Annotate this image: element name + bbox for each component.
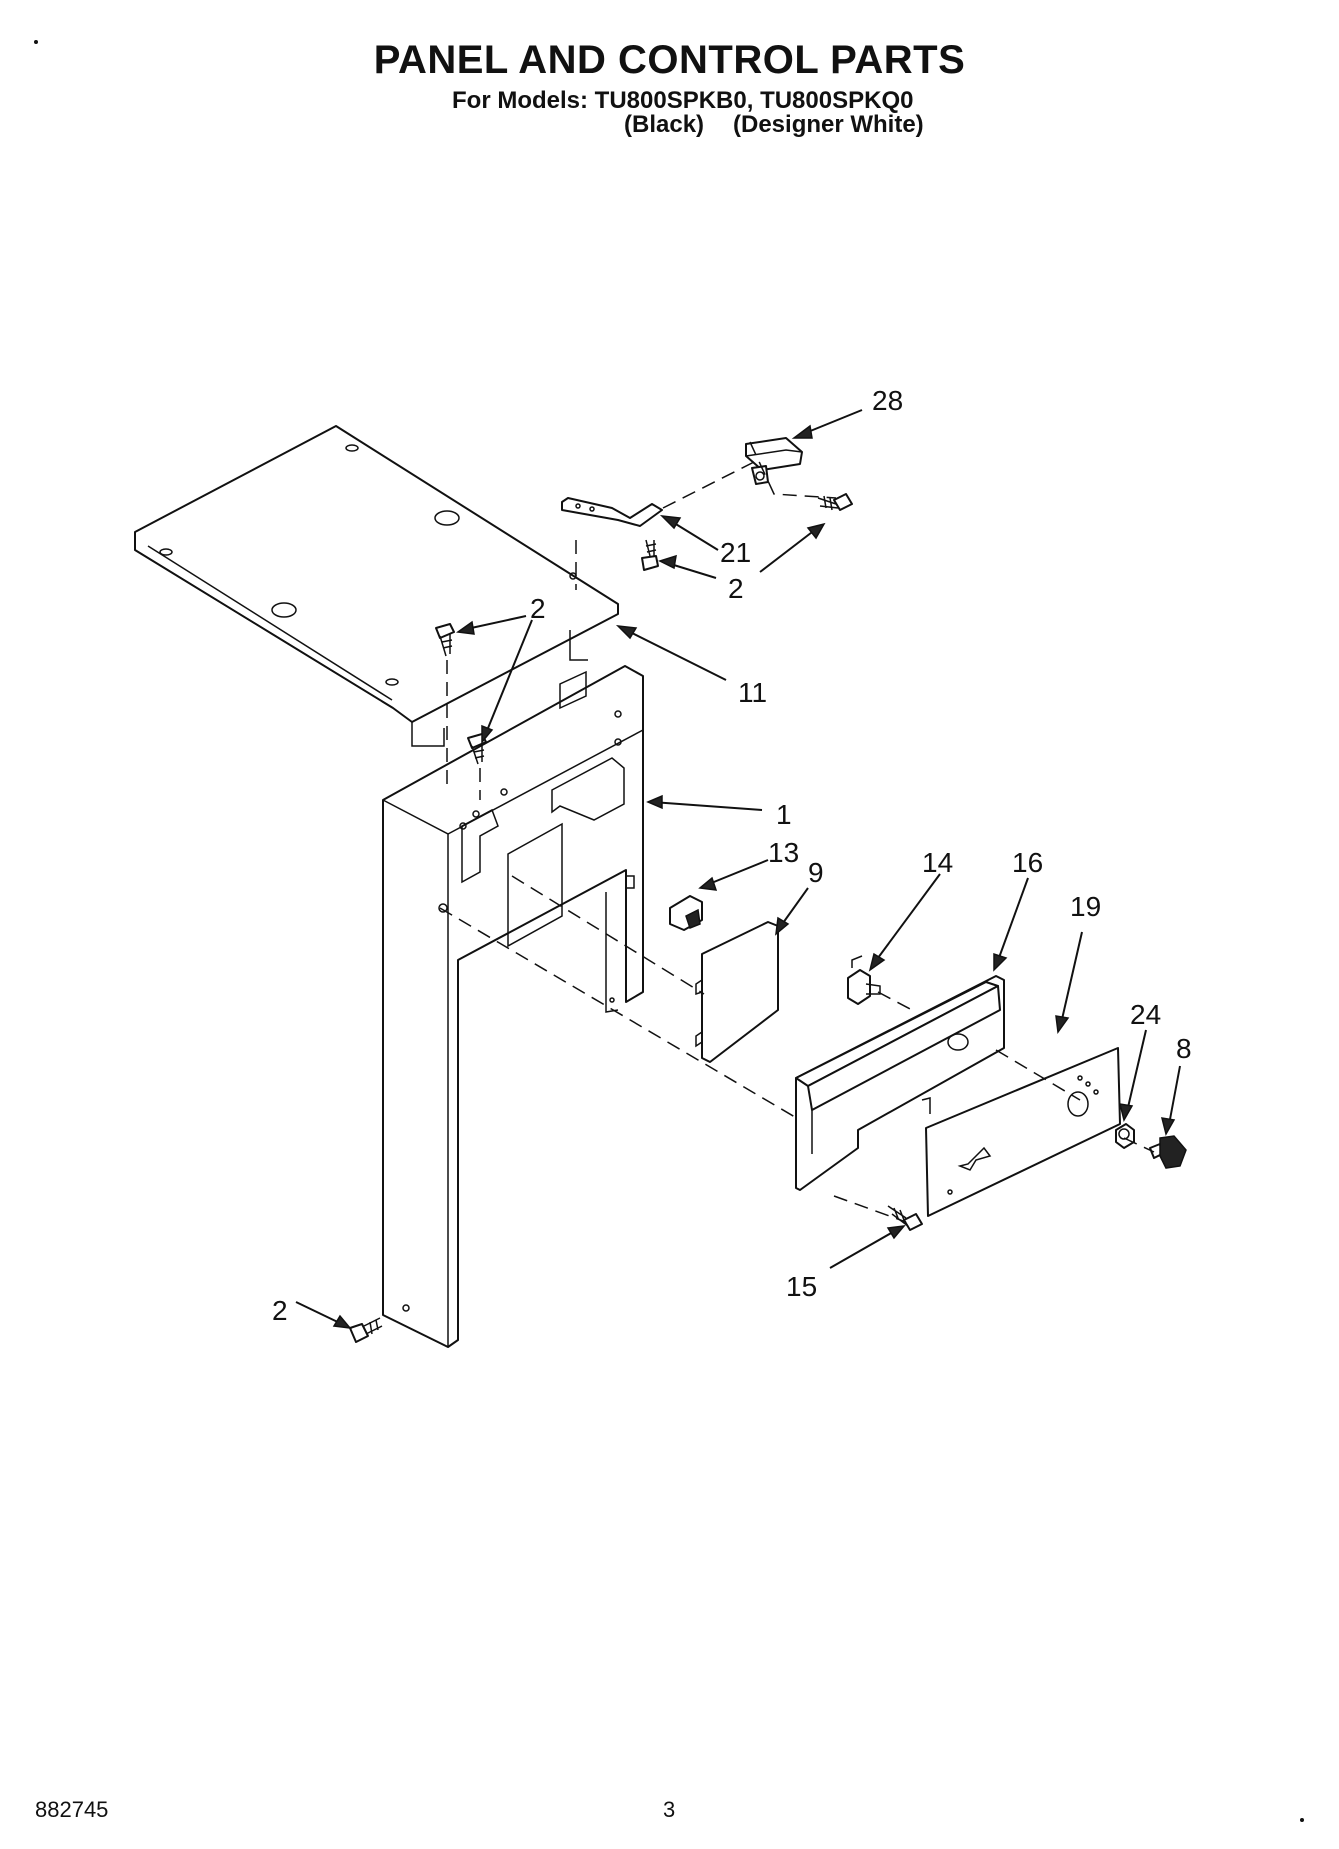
page-title: PANEL AND CONTROL PARTS: [373, 38, 966, 82]
callout-2-top-left: 2: [530, 593, 546, 624]
screw-part-2-top-left: [435, 623, 455, 657]
part-14-selector: [847, 955, 881, 1005]
callout-19: 19: [1070, 891, 1101, 922]
variant-designer-white: (Designer White): [733, 111, 924, 138]
callout-9: 9: [808, 857, 824, 888]
callout-14: 14: [922, 847, 953, 878]
screw-part-2-latch: [817, 493, 853, 511]
part-16-control-housing: [795, 975, 1005, 1191]
part-19-console: [925, 1047, 1121, 1217]
screw-part-2-bottom: [349, 1317, 383, 1343]
alignment-lines: [439, 441, 1155, 1223]
callout-1: 1: [776, 799, 792, 830]
models-line: For Models: TU800SPKB0, TU800SPKQ0: [452, 87, 914, 114]
part-13-switch: [669, 895, 703, 931]
callout-28: 28: [872, 385, 903, 416]
callout-24: 24: [1130, 999, 1161, 1030]
corner-mark: [1300, 1818, 1304, 1822]
corner-mark: [34, 40, 38, 44]
part-21-bracket: [561, 497, 663, 527]
part-1-frame: [382, 665, 644, 1348]
callout-2-bottom: 2: [272, 1295, 288, 1326]
callout-15: 15: [786, 1271, 817, 1302]
callout-13: 13: [768, 837, 799, 868]
part-9-cover: [695, 921, 779, 1063]
callout-11: 11: [738, 677, 767, 708]
callout-16: 16: [1012, 847, 1043, 878]
part-28-latch: [745, 437, 803, 485]
part-8-knob: [1149, 1135, 1187, 1169]
callout-21: 21: [720, 537, 751, 568]
screw-part-2-bracket: [641, 539, 659, 571]
page-number: 3: [663, 1797, 676, 1822]
part-24-insert: [1115, 1123, 1135, 1149]
leader-lines: [295, 409, 1181, 1329]
variant-black: (Black): [624, 111, 705, 138]
callout-8: 8: [1176, 1033, 1192, 1064]
part-11-top-plate: [134, 425, 619, 747]
doc-number: 882745: [35, 1797, 109, 1822]
callout-2-bracket: 2: [728, 573, 744, 604]
screw-part-15: [887, 1205, 923, 1231]
